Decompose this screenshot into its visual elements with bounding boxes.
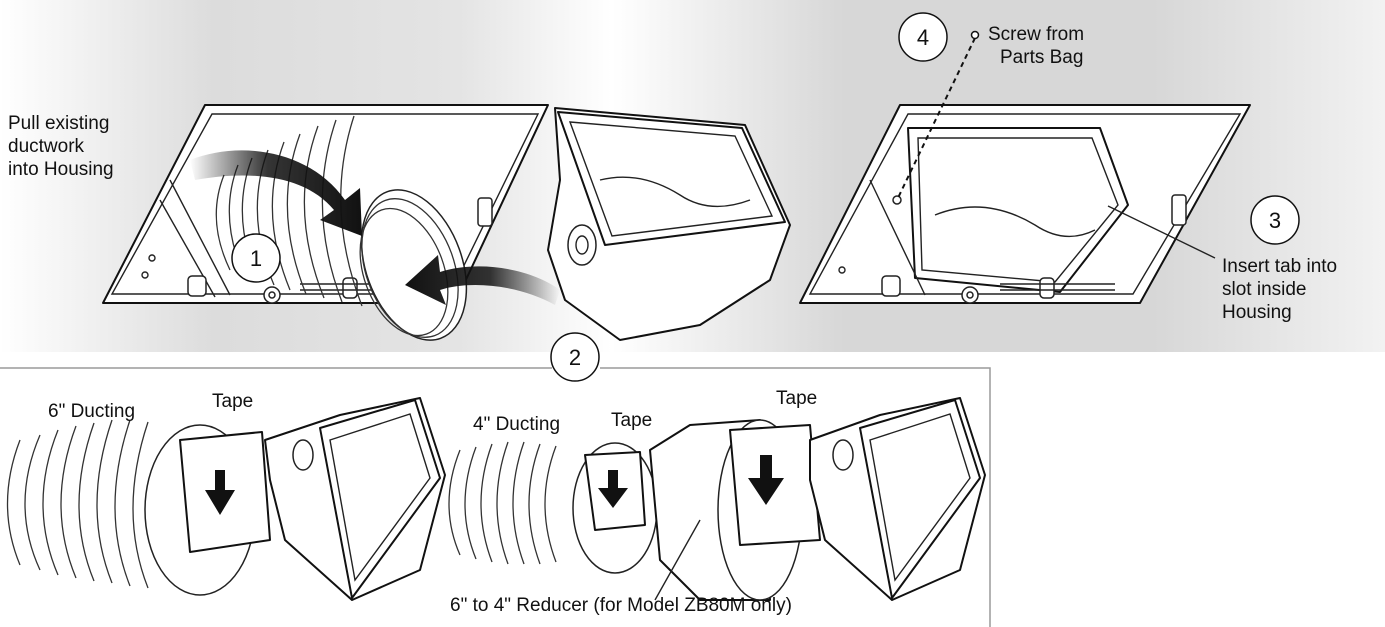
screw-icon bbox=[970, 30, 980, 40]
tape-arrow-left bbox=[205, 470, 235, 515]
ducting-6in-label: 6" Ducting bbox=[48, 401, 135, 422]
tape-middle-label: Tape bbox=[611, 410, 652, 431]
step-4-number: 4 bbox=[917, 25, 929, 50]
assembly-4in bbox=[448, 397, 986, 601]
insert-tab-label-line1: Insert tab into bbox=[1222, 256, 1337, 277]
right-housing bbox=[799, 104, 1251, 304]
reducer-label: 6" to 4" Reducer (for Model ZB80M only) bbox=[450, 595, 792, 616]
pull-ductwork-label-line1: Pull existing bbox=[8, 113, 109, 134]
assembly-6in bbox=[6, 397, 446, 601]
insert-tab-leader bbox=[1107, 205, 1216, 259]
step-4-badge: 4 bbox=[898, 12, 948, 62]
pull-ductwork-label-line2: ductwork bbox=[8, 136, 85, 157]
step-2-badge: 2 bbox=[550, 332, 600, 382]
tape-right-label: Tape bbox=[776, 388, 817, 409]
insert-arrow bbox=[405, 255, 560, 305]
adapter-left bbox=[547, 107, 791, 341]
screw-path-line bbox=[896, 37, 976, 201]
step-2-number: 2 bbox=[569, 345, 581, 370]
step-3-number: 3 bbox=[1269, 208, 1281, 233]
pull-ductwork-label-line3: into Housing bbox=[8, 159, 114, 180]
bottom-frame bbox=[0, 367, 991, 627]
screw-label-line1: Screw from bbox=[988, 24, 1084, 45]
step-3-badge: 3 bbox=[1250, 195, 1300, 245]
step-1-badge: 1 bbox=[231, 233, 281, 283]
tape-arrow-middle bbox=[598, 470, 628, 508]
ducting-4in-label: 4" Ducting bbox=[473, 414, 560, 435]
reducer-leader bbox=[654, 519, 701, 601]
screw-label-line2: Parts Bag bbox=[1000, 47, 1083, 68]
insert-tab-label-line2: slot inside bbox=[1222, 279, 1307, 300]
pull-arrow bbox=[190, 150, 362, 236]
insert-tab-label-line3: Housing bbox=[1222, 302, 1292, 323]
tape-arrow-right bbox=[748, 455, 784, 505]
tape-left-label: Tape bbox=[212, 391, 253, 412]
step-1-number: 1 bbox=[250, 246, 262, 271]
